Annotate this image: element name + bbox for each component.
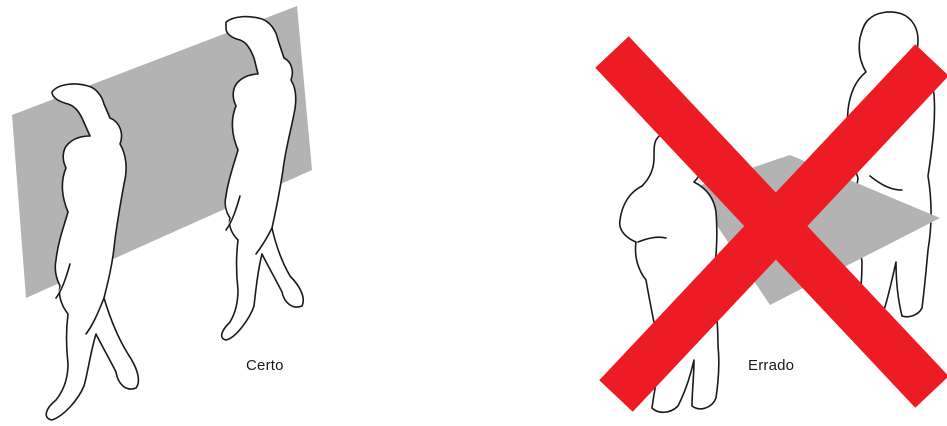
- correct-carry-illustration: Certo: [0, 0, 470, 426]
- caption-wrong: Errado: [748, 357, 794, 374]
- caption-correct: Certo: [246, 357, 284, 374]
- wrong-carry-drawing: [470, 0, 947, 426]
- wrong-carry-illustration: Errado: [470, 0, 947, 426]
- correct-carry-drawing: [0, 0, 470, 426]
